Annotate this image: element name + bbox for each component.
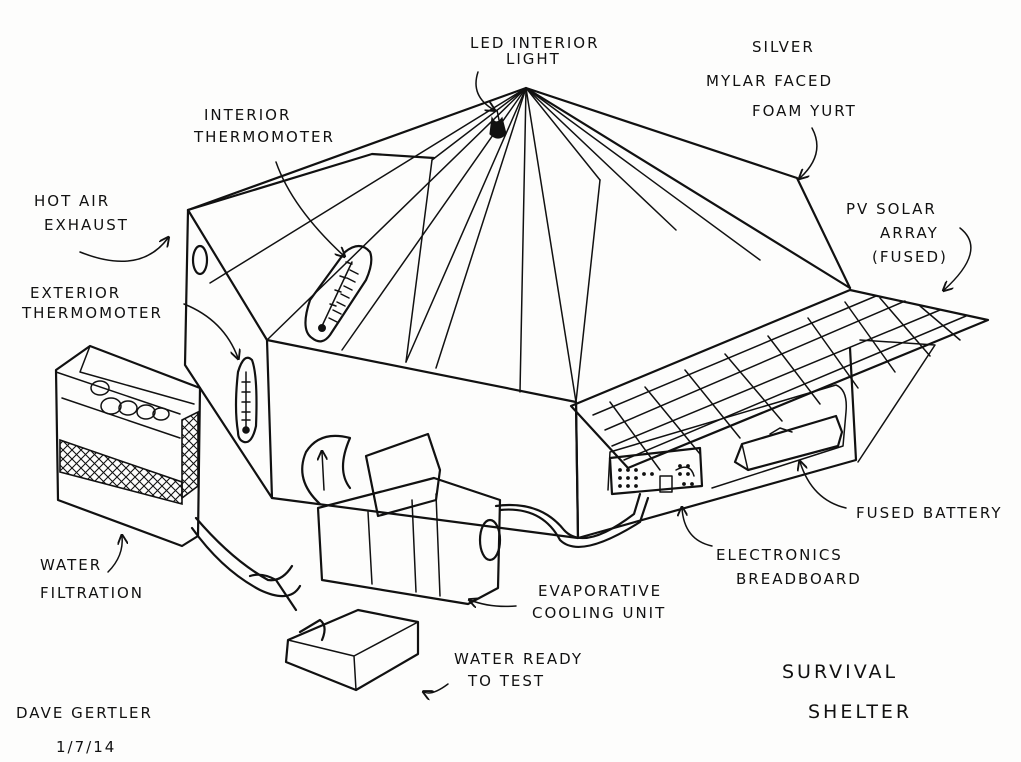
arrow-yurt	[800, 127, 818, 178]
label-water-ready-line2: TO TEST	[467, 672, 545, 690]
label-interior-thermometer-line1: INTERIOR	[204, 106, 291, 124]
label-water-filtration-line2: FILTRATION	[40, 584, 144, 602]
cooling-intake-curl	[301, 434, 352, 506]
arrow-electronics-breadboard	[682, 508, 713, 547]
label-electronics-breadboard-line2: BREADBOARD	[736, 570, 862, 588]
evaporative-cooling-unit	[301, 432, 502, 606]
water-filtration-unit	[54, 344, 302, 612]
arrow-cooling-up	[322, 452, 324, 491]
fused-battery-unit	[733, 414, 844, 472]
arrow-exterior-thermometer	[183, 303, 238, 358]
exterior-thermometer	[234, 356, 258, 444]
label-hot-air-exhaust-line1: HOT AIR	[34, 192, 110, 210]
label-solar-array-line1: PV SOLAR	[846, 200, 937, 218]
arrow-solar-array	[944, 227, 972, 290]
label-interior-thermometer-line2: THERMOMOTER	[193, 128, 335, 146]
interior-cutaway	[494, 384, 848, 548]
label-electronics-breadboard-line1: ELECTRONICS	[716, 546, 843, 564]
sketch-date: 1/7/14	[56, 738, 116, 756]
arrow-hot-air-exhaust	[79, 238, 168, 263]
label-led-light-line1: LED INTERIOR	[470, 34, 600, 52]
water-test-box	[284, 608, 420, 692]
label-evaporative-cooling-line2: COOLING UNIT	[532, 604, 666, 622]
sketch-title-line1: SURVIVAL	[782, 661, 898, 683]
author-name: DAVE GERTLER	[16, 704, 153, 722]
filter-mesh	[59, 438, 183, 506]
label-evaporative-cooling-line1: EVAPORATIVE	[538, 582, 662, 600]
electronics-breadboard-unit	[608, 446, 704, 496]
label-solar-array-line2: ARRAY	[880, 224, 939, 242]
label-solar-array-line3: (FUSED)	[872, 248, 948, 266]
label-exterior-thermometer-line1: EXTERIOR	[30, 284, 121, 302]
label-fused-battery: FUSED BATTERY	[856, 504, 1002, 522]
label-water-ready-line1: WATER READY	[454, 650, 583, 668]
yurt-shelter	[183, 86, 936, 540]
sketch-title-line2: SHELTER	[808, 701, 912, 723]
arrow-evaporative-cooling	[470, 600, 517, 606]
arrow-led-light	[475, 71, 494, 110]
yurt-left-eave	[186, 152, 436, 212]
label-yurt-line1: SILVER	[752, 38, 815, 56]
label-led-light-line2: LIGHT	[506, 50, 561, 68]
label-exterior-thermometer-line2: THERMOMOTER	[21, 304, 163, 322]
interior-thermometer	[304, 244, 373, 343]
power-cable	[498, 496, 650, 548]
filter-dials	[90, 380, 170, 421]
arrow-fused-battery	[800, 462, 847, 509]
label-yurt-line3: FOAM YURT	[752, 102, 857, 120]
yurt-right-wall-shade	[857, 339, 936, 463]
exhaust-vent	[191, 244, 209, 276]
pv-solar-array	[569, 288, 990, 471]
arrow-water-ready	[424, 683, 449, 693]
label-water-filtration-line1: WATER	[40, 556, 102, 574]
roof-panel-lines	[209, 87, 761, 403]
arrow-water-filtration	[107, 536, 122, 573]
label-hot-air-exhaust-line2: EXHAUST	[44, 216, 129, 234]
yurt-right-wall	[574, 346, 858, 540]
label-yurt-line2: MYLAR FACED	[706, 72, 833, 90]
arrow-interior-thermometer	[275, 161, 344, 256]
leader-arrows	[79, 71, 972, 693]
solar-grid-lines	[592, 295, 967, 471]
annotation-labels: LED INTERIOR LIGHT SILVER MYLAR FACED FO…	[16, 34, 1002, 756]
